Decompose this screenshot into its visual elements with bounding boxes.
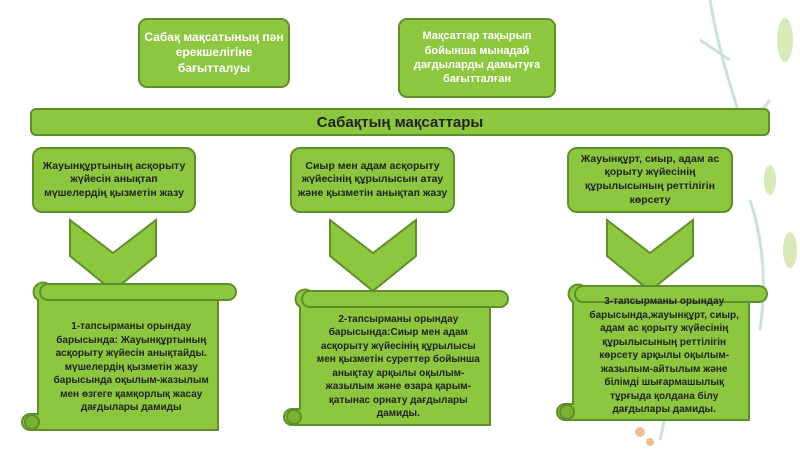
- chevron-down-icon: [329, 218, 417, 293]
- top-box-subject-focus: Сабақ мақсатының пән ерекшелігіне бағытт…: [138, 18, 290, 88]
- lesson-goals-banner: Сабақтың мақсаттары: [30, 108, 770, 136]
- task-scroll-2: 2-тапсырманы орындау барысында:Сиыр мен …: [280, 287, 512, 435]
- goal-text: Сиыр мен адам асқорыту жүйесінің құрылыс…: [297, 159, 448, 199]
- task-text: 2-тапсырманы орындау барысында:Сиыр мен …: [316, 313, 480, 420]
- banner-title: Сабақтың мақсаттары: [316, 113, 484, 131]
- task-scroll-3: 3-тапсырманы орындау барысында,жауынқұрт…: [553, 282, 771, 430]
- chevron-down-icon: [69, 218, 157, 293]
- goal-text: Жауынқұрт, сиыр, адам ас қорыту жүйесіні…: [580, 152, 720, 206]
- goal-box-1: Жауынқұртының асқорыту жүйесін анықтап м…: [32, 147, 196, 213]
- chevron-down-icon: [606, 218, 694, 293]
- goal-box-3: Жауынқұрт, сиыр, адам ас қорыту жүйесіні…: [567, 147, 733, 213]
- task-text: 3-тапсырманы орындау барысында,жауынқұрт…: [589, 296, 739, 416]
- goal-text: Жауынқұртының асқорыту жүйесін анықтап м…: [42, 159, 186, 199]
- goal-box-2: Сиыр мен адам асқорыту жүйесінің құрылыс…: [290, 147, 455, 213]
- task-text: 1-тапсырманы орындау барысында: Жауынқұр…: [53, 321, 209, 414]
- top-box-text: Сабақ мақсатының пән ерекшелігіне бағытт…: [144, 29, 284, 75]
- top-box-text: Мақсаттар тақырып бойынша мынадай дағдыл…: [413, 30, 541, 86]
- top-box-skills-focus: Мақсаттар тақырып бойынша мынадай дағдыл…: [398, 18, 556, 98]
- task-scroll-1: 1-тапсырманы орындау барысында: Жауынқұр…: [18, 280, 240, 442]
